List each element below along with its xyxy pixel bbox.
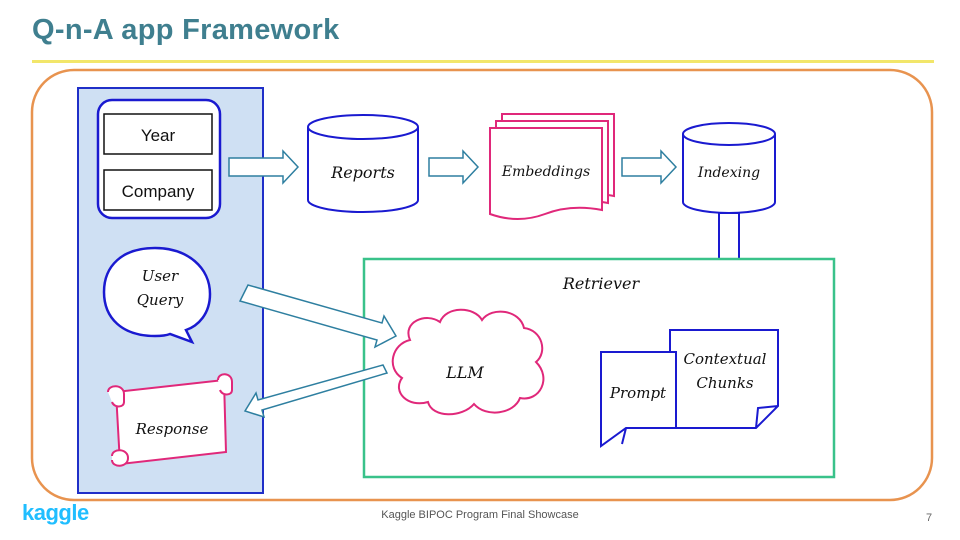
company-box [103,169,213,211]
user-query-bubble [102,246,212,345]
arrow-query-to-llm [238,284,398,349]
slide-footer: Kaggle BIPOC Program Final Showcase [381,509,579,521]
contextual-label-line2: Chunks [696,374,754,392]
arrow-reports-to-embeddings [428,149,480,185]
prompt-label: Prompt [609,384,667,402]
company-label: Company [122,182,195,201]
user-query-label-line1: User [142,267,179,285]
page-number: 7 [926,512,933,524]
llm-label: LLM [445,363,484,382]
llm-cloud [391,308,545,416]
response-scroll [107,373,233,467]
slide-title: Q-n-A app Framework [32,14,340,46]
arrow-embeddings-to-indexing [621,149,678,185]
arrow-filters-to-reports [228,149,300,185]
kaggle-logo: kaggle [22,500,89,525]
indexing-database [682,122,776,214]
response-label: Response [135,420,209,438]
embeddings-documents [489,113,615,220]
embeddings-label: Embeddings [501,164,590,180]
prompt-doc [600,351,677,448]
arrow-llm-to-response [243,364,389,419]
user-query-label-line2: Query [137,291,184,309]
contextual-label-line1: Contextual [684,350,767,368]
title-underline [32,60,934,63]
reports-database [307,114,419,213]
indexing-label: Indexing [697,165,760,181]
year-label: Year [141,126,176,145]
retriever-label: Retriever [562,274,641,293]
year-box [103,113,213,155]
reports-label: Reports [330,163,395,182]
